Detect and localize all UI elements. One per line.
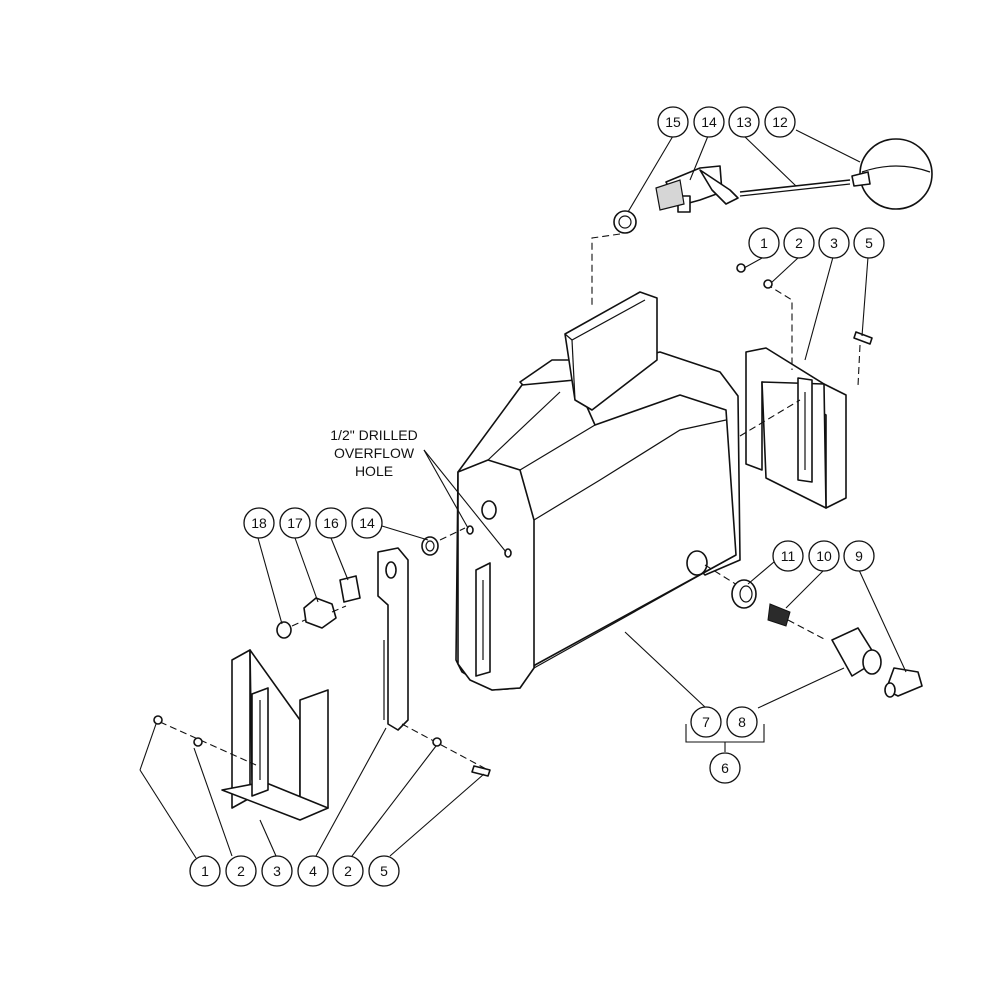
callout-8-asm: 8 <box>726 706 758 738</box>
callout-11-mid: 11 <box>772 540 804 572</box>
svg-text:4: 4 <box>309 863 317 879</box>
callout-2b-bottom: 2 <box>332 855 364 887</box>
right-fittings <box>704 564 923 698</box>
svg-text:7: 7 <box>702 714 710 730</box>
svg-text:2: 2 <box>344 863 352 879</box>
callout-7-asm: 7 <box>690 706 722 738</box>
svg-text:9: 9 <box>855 548 863 564</box>
svg-text:13: 13 <box>736 114 752 130</box>
note-line-1: 1/2" DRILLED <box>330 427 417 443</box>
callout-1-bottom: 1 <box>189 855 221 887</box>
svg-text:1: 1 <box>760 235 768 251</box>
callout-3-bottom: 3 <box>261 855 293 887</box>
left-bracket <box>153 649 491 821</box>
callout-2a-bottom: 2 <box>225 855 257 887</box>
callout-18-mid: 18 <box>243 507 275 539</box>
callout-bubbles: 15 14 13 12 1 2 3 5 18 17 16 14 11 10 9 … <box>189 106 885 887</box>
callout-12-top: 12 <box>764 106 796 138</box>
leader-lines <box>139 129 907 859</box>
note-line-2: OVERFLOW <box>334 445 415 461</box>
svg-text:12: 12 <box>772 114 788 130</box>
svg-text:11: 11 <box>781 548 796 564</box>
svg-text:2: 2 <box>237 863 245 879</box>
callout-5-right: 5 <box>853 227 885 259</box>
svg-text:15: 15 <box>665 114 681 130</box>
callout-17-mid: 17 <box>279 507 311 539</box>
svg-text:18: 18 <box>251 515 267 531</box>
callout-5-bottom: 5 <box>368 855 400 887</box>
right-bracket <box>736 263 873 509</box>
float-valve-assembly <box>591 138 933 308</box>
svg-text:14: 14 <box>359 515 375 531</box>
callout-4-bottom: 4 <box>297 855 329 887</box>
svg-text:16: 16 <box>323 515 339 531</box>
callout-13-top: 13 <box>728 106 760 138</box>
svg-text:14: 14 <box>701 114 717 130</box>
svg-text:2: 2 <box>795 235 803 251</box>
callout-3-right: 3 <box>818 227 850 259</box>
svg-text:5: 5 <box>865 235 873 251</box>
tank-body <box>455 291 741 691</box>
overflow-hole-note: 1/2" DRILLED OVERFLOW HOLE <box>330 427 417 479</box>
svg-text:6: 6 <box>721 760 729 776</box>
callout-2-right: 2 <box>783 227 815 259</box>
callout-10-mid: 10 <box>808 540 840 572</box>
svg-text:1: 1 <box>201 863 209 879</box>
svg-text:10: 10 <box>816 548 832 564</box>
callout-9-mid: 9 <box>843 540 875 572</box>
note-line-3: HOLE <box>355 463 393 479</box>
callout-14-mid: 14 <box>351 507 383 539</box>
svg-text:17: 17 <box>287 515 303 531</box>
svg-text:8: 8 <box>738 714 746 730</box>
callout-16-mid: 16 <box>315 507 347 539</box>
callout-15-top: 15 <box>657 106 689 138</box>
svg-text:5: 5 <box>380 863 388 879</box>
svg-text:3: 3 <box>273 863 281 879</box>
svg-text:3: 3 <box>830 235 838 251</box>
callout-6-asm: 6 <box>709 752 741 784</box>
callout-14-top: 14 <box>693 106 725 138</box>
callout-1-right: 1 <box>748 227 780 259</box>
